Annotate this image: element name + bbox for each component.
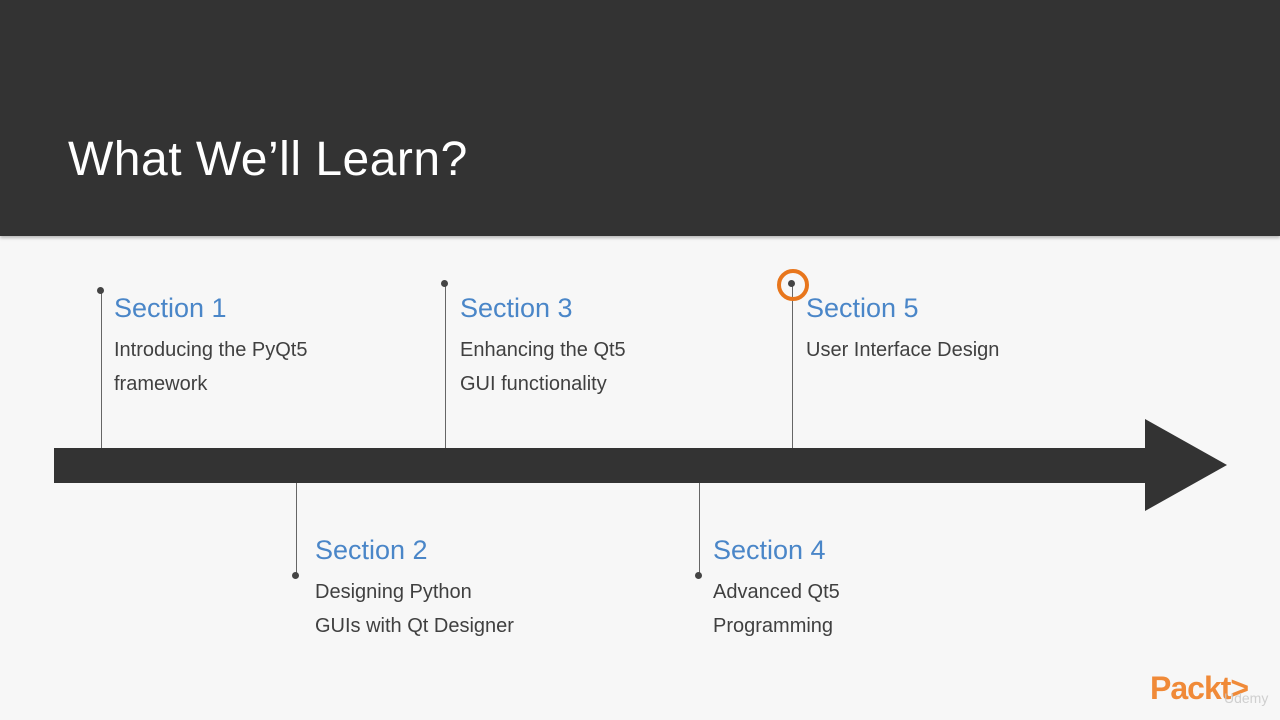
section-3-connector — [445, 285, 446, 448]
section-2-line-2: GUIs with Qt Designer — [315, 615, 514, 637]
title-bar: What We’ll Learn? — [0, 0, 1280, 236]
section-3-line-2: GUI functionality — [460, 373, 607, 395]
section-1-line-1: Introducing the PyQt5 — [114, 339, 308, 361]
cursor-highlight-ring — [777, 269, 809, 301]
section-1-line-2: framework — [114, 373, 208, 395]
section-3-line-1: Enhancing the Qt5 — [460, 339, 626, 361]
section-2-description: Designing Python GUIs with Qt Designer — [315, 575, 514, 643]
section-4: Section 4 Advanced Qt5 Programming — [713, 533, 840, 643]
section-2: Section 2 Designing Python GUIs with Qt … — [315, 533, 514, 643]
section-4-line-2: Programming — [713, 615, 834, 637]
packt-logo: Packt> — [1150, 670, 1249, 706]
section-1-connector — [101, 292, 102, 448]
section-2-connector — [296, 483, 297, 576]
section-2-marker-dot — [292, 572, 299, 579]
section-3-heading: Section 3 — [460, 293, 573, 323]
section-3: Section 3 Enhancing the Qt5 GUI function… — [460, 291, 626, 401]
section-4-line-1: Advanced Qt5 — [713, 581, 840, 603]
section-5: Section 5 User Interface Design — [806, 291, 999, 367]
section-2-line-1: Designing Python — [315, 581, 472, 603]
udemy-watermark: Udemy — [1224, 690, 1269, 706]
section-3-description: Enhancing the Qt5 GUI functionality — [460, 333, 626, 401]
section-1-marker-dot — [97, 287, 104, 294]
section-5-heading: Section 5 — [806, 293, 919, 323]
section-4-marker-dot — [695, 572, 702, 579]
section-2-heading: Section 2 — [315, 535, 428, 565]
section-5-connector — [792, 285, 793, 448]
section-1-heading: Section 1 — [114, 293, 227, 323]
section-4-description: Advanced Qt5 Programming — [713, 575, 840, 643]
timeline-arrow-shaft — [54, 448, 1152, 483]
section-4-heading: Section 4 — [713, 535, 826, 565]
section-1-description: Introducing the PyQt5 framework — [114, 333, 307, 401]
section-5-description: User Interface Design — [806, 333, 999, 367]
section-1: Section 1 Introducing the PyQt5 framewor… — [114, 291, 307, 401]
timeline-arrow-head — [1145, 419, 1227, 511]
section-3-marker-dot — [441, 280, 448, 287]
section-5-line-1: User Interface Design — [806, 339, 1000, 361]
slide-title: What We’ll Learn? — [68, 133, 468, 186]
section-4-connector — [699, 483, 700, 576]
